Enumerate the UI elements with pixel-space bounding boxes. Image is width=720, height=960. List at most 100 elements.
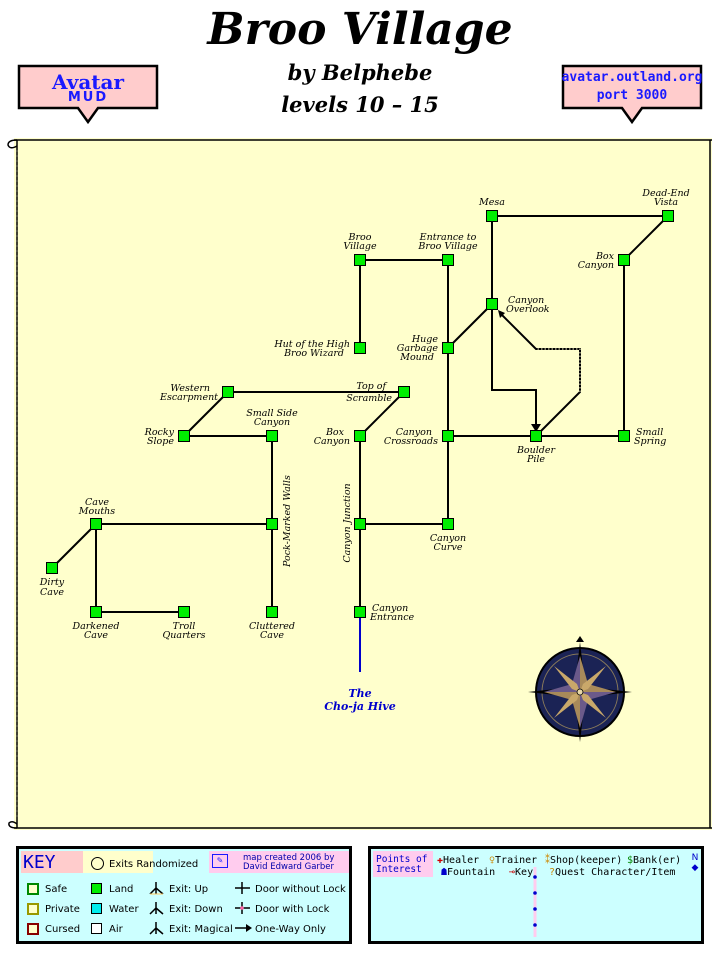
label-canyon-entrance-2: Entrance xyxy=(370,612,415,623)
map-author: by Belphebe xyxy=(287,60,433,85)
private-swatch xyxy=(27,903,39,915)
room-canyon-overlook[interactable] xyxy=(486,298,498,310)
compass-rose-icon xyxy=(528,636,632,742)
poi-shop: ⁑Shop(keeper) xyxy=(545,855,623,866)
label-small-side-2: Canyon xyxy=(253,417,291,428)
label-crossroads-2: Crossroads xyxy=(383,436,438,447)
room-small-side-canyon[interactable] xyxy=(266,430,278,442)
label-rocky-1: Rocky xyxy=(144,427,174,438)
server-host-text: avatar.outland.org xyxy=(561,70,703,85)
label-cave-mouths-2: Mouths xyxy=(78,506,116,517)
key-exit-magical: Exit: Magical xyxy=(169,924,233,935)
scroll-icon: ✎ xyxy=(212,854,228,868)
room-small-spring[interactable] xyxy=(618,430,630,442)
label-hut-1: Hut of the High xyxy=(274,339,350,350)
label-canyon-curve-2: Curve xyxy=(433,542,463,553)
label-box-canyon-ne-1: Box xyxy=(595,251,614,262)
map-canvas xyxy=(7,138,712,830)
label-troll-1: Troll xyxy=(172,621,196,632)
room-canyon-entrance[interactable] xyxy=(354,606,366,618)
room-darkened-cave[interactable] xyxy=(90,606,102,618)
room-western-escarpment[interactable] xyxy=(222,386,234,398)
key-water: Water xyxy=(109,904,139,915)
room-cave-mouths[interactable] xyxy=(90,518,102,530)
label-garbage-2: Garbage xyxy=(396,343,438,354)
poi-nav[interactable]: N ◆ xyxy=(689,853,701,873)
label-small-side-1: Small Side xyxy=(246,408,298,419)
land-swatch xyxy=(91,883,102,894)
air-swatch xyxy=(91,923,102,934)
label-mesa: Mesa xyxy=(479,197,505,208)
badge-avatar-text: Avatar xyxy=(51,70,125,94)
room-broo-village[interactable] xyxy=(354,254,366,266)
points-of-interest-panel: Points of Interest ✚Healer ♀Trainer ⁑Sho… xyxy=(368,846,704,944)
label-canyon-junction: Canyon Junction xyxy=(342,483,353,563)
key-land: Land xyxy=(109,884,134,895)
room-canyon-crossroads[interactable] xyxy=(442,430,454,442)
key-door-with-lock: Door with Lock xyxy=(255,904,330,915)
label-scramble-1: Top of xyxy=(356,381,386,392)
label-scramble-2: Scramble xyxy=(346,393,392,404)
label-dead-end-2: Vista xyxy=(653,197,679,208)
avatar-mud-badge: Avatar MUD xyxy=(16,64,160,126)
label-pock-marked: Pock-Marked Walls xyxy=(282,475,293,567)
label-troll-2: Quarters xyxy=(162,630,206,641)
room-top-of-scramble[interactable] xyxy=(398,386,410,398)
room-canyon-curve[interactable] xyxy=(442,518,454,530)
room-huge-garbage-mound[interactable] xyxy=(442,342,454,354)
label-cluttered-2: Cave xyxy=(260,630,284,641)
room-box-canyon-center[interactable] xyxy=(354,430,366,442)
poi-healer: ✚Healer xyxy=(437,855,480,866)
room-rocky-slope[interactable] xyxy=(178,430,190,442)
room-troll-quarters[interactable] xyxy=(178,606,190,618)
label-overlook-2: Overlook xyxy=(506,304,550,315)
label-crossroads-1: Canyon xyxy=(395,427,432,438)
room-cluttered-cave[interactable] xyxy=(266,606,278,618)
room-dirty-cave[interactable] xyxy=(46,562,58,574)
poi-trainer: ♀Trainer xyxy=(489,855,538,866)
label-entrance-2: Broo Village xyxy=(418,241,478,252)
room-box-canyon-ne[interactable] xyxy=(618,254,630,266)
poi-title-1: Points of xyxy=(376,854,428,865)
key-title: KEY xyxy=(23,852,56,873)
label-broo-village-2: Village xyxy=(343,241,377,252)
poi-bank: $Bank(er) xyxy=(627,855,682,866)
label-overlook-1: Canyon xyxy=(508,295,545,306)
cursed-swatch xyxy=(27,923,39,935)
room-pock-marked-walls[interactable] xyxy=(266,518,278,530)
room-canyon-junction[interactable] xyxy=(354,518,366,530)
credit-line-1: map created 2006 by xyxy=(243,853,335,863)
badge-mud-text: MUD xyxy=(67,90,109,105)
room-hut-of-high-broo-wizard[interactable] xyxy=(354,342,366,354)
water-swatch xyxy=(91,903,102,914)
key-icon: ⊸ xyxy=(509,867,516,878)
exit-direction-icons xyxy=(149,882,164,935)
room-entrance-to-broo-village[interactable] xyxy=(442,254,454,266)
map-levels: levels 10 – 15 xyxy=(281,92,439,117)
key-air: Air xyxy=(109,924,123,935)
label-darkened-2: Cave xyxy=(84,630,108,641)
poi-quest: ?Quest Character/Item xyxy=(549,867,676,878)
label-box-canyon-ne-2: Canyon xyxy=(577,260,614,271)
map-title: Broo Village xyxy=(207,4,513,55)
exits-randomized-icon xyxy=(91,857,104,870)
key-safe: Safe xyxy=(45,884,68,895)
credit-line-2: David Edward Garber xyxy=(243,862,335,872)
room-mesa[interactable] xyxy=(486,210,498,222)
room-boulder-pile[interactable] xyxy=(530,430,542,442)
key-exit-up: Exit: Up xyxy=(169,884,209,895)
key-one-way: One-Way Only xyxy=(255,924,326,935)
healer-icon: ✚ xyxy=(437,855,444,866)
key-private: Private xyxy=(45,904,80,915)
label-broo-village-1: Broo xyxy=(348,232,372,243)
server-address-badge: avatar.outland.org port 3000 xyxy=(560,64,704,126)
safe-swatch xyxy=(27,883,39,895)
room-dead-end-vista[interactable] xyxy=(662,210,674,222)
label-spring-1: Small xyxy=(636,427,664,438)
label-canyon-entrance-1: Canyon xyxy=(372,603,409,614)
key-exits-randomized: Exits Randomized xyxy=(109,859,199,870)
exit-label-2: Cho-ja Hive xyxy=(324,700,396,713)
label-cluttered-1: Cluttered xyxy=(249,621,295,632)
server-port-text: port 3000 xyxy=(596,88,668,103)
label-spring-2: Spring xyxy=(634,436,667,447)
